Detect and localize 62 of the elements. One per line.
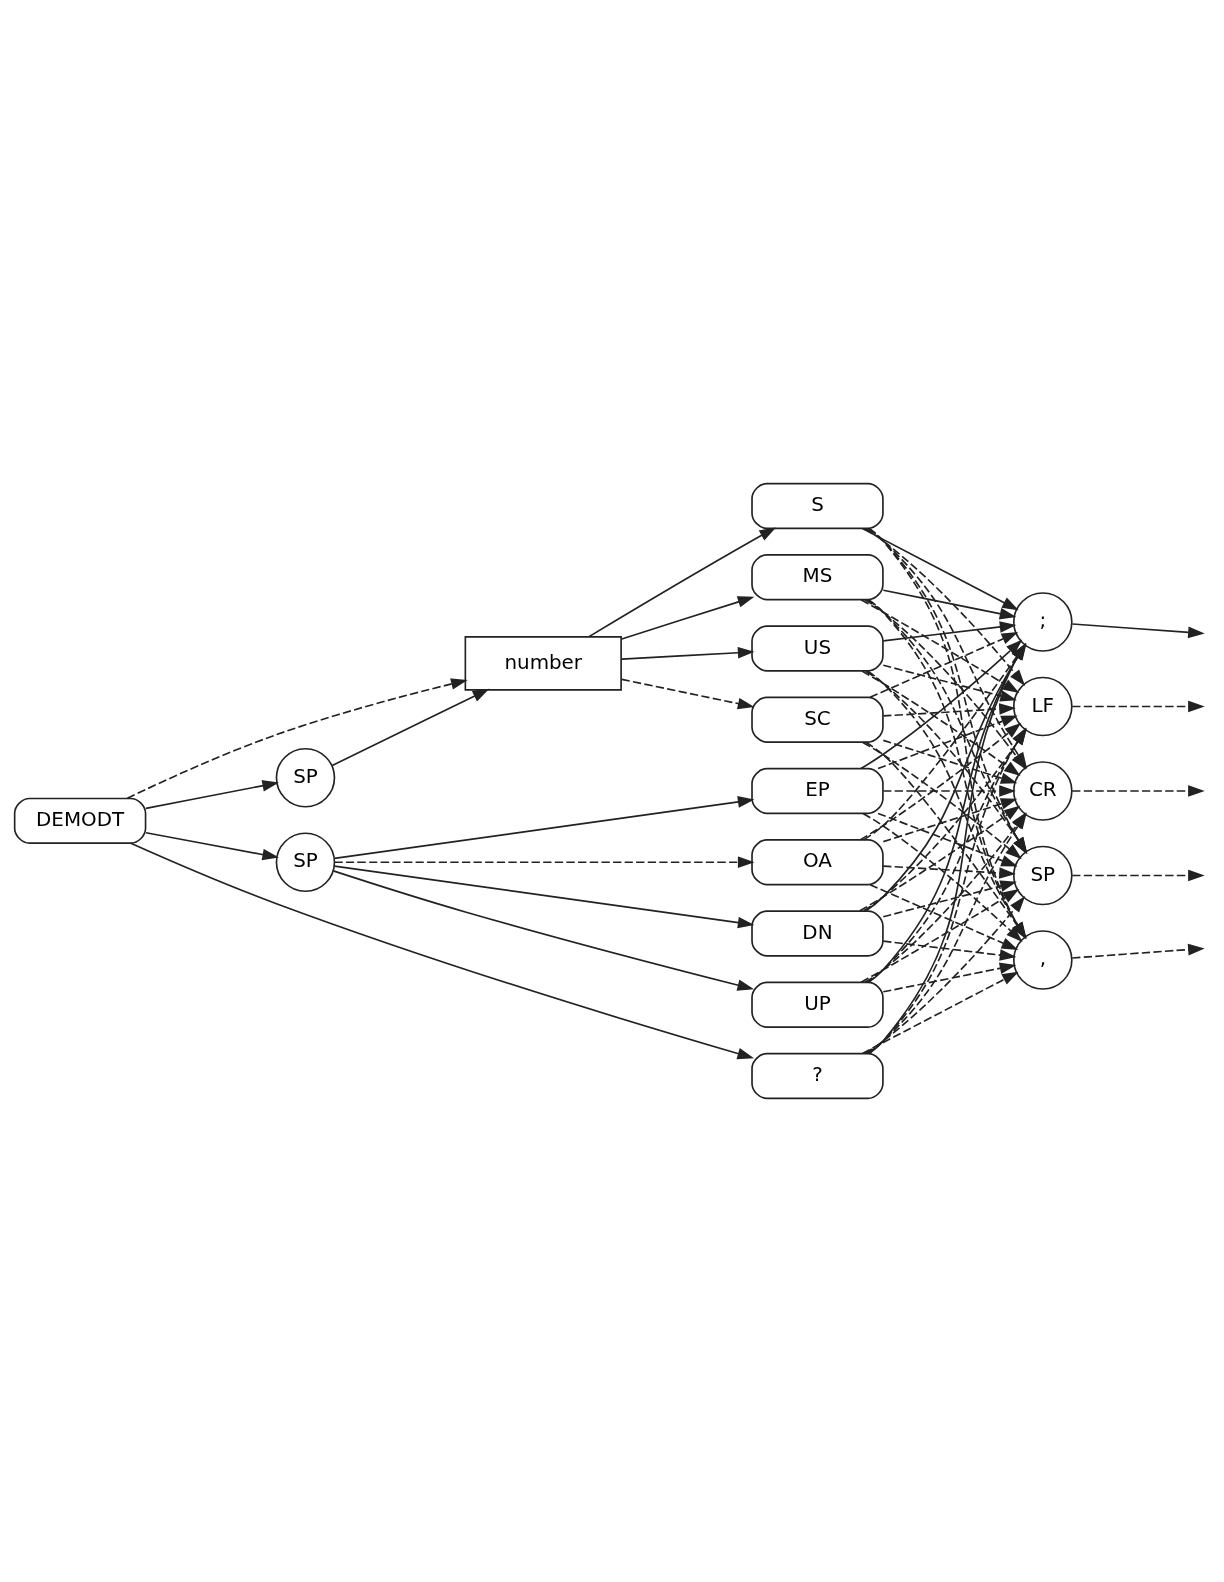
node-box: MS [751,554,884,601]
arrow [130,842,755,1060]
node-box: DEMODT [13,797,147,845]
arrow [331,688,490,767]
arrow [1071,785,1205,797]
arrow [882,785,1016,797]
arrow [333,856,755,869]
arrow [882,940,1017,961]
arrow [1071,700,1205,713]
arrow [859,805,1021,912]
arrow [1071,943,1205,959]
arrow [882,962,1017,993]
node-box: EP [751,767,884,815]
arrow [620,678,755,710]
arrow [333,865,755,929]
arrow [882,798,1018,843]
arrow [882,664,1017,702]
arrow [877,715,1018,770]
arrow [859,722,1022,841]
arrow [882,880,1017,918]
arrow [864,527,1026,686]
arrow [333,796,755,860]
arrow [1071,869,1205,882]
arrow [126,678,468,800]
node-box: SC [751,696,884,743]
arrow [620,596,755,640]
arrow [1071,623,1205,639]
node-circle: LF [1013,676,1073,737]
arrow [145,831,279,861]
node-circle: ; [1013,592,1073,652]
arrow [882,621,1017,642]
arrow [860,599,1020,694]
arrow [882,703,1016,717]
arrow [861,971,1019,1055]
arrow [869,883,1019,950]
node-box: ? [751,1052,884,1100]
arrow [882,589,1017,620]
arrow [145,780,279,810]
arrow [869,632,1019,699]
arrow [332,870,755,991]
arrow [862,812,1023,943]
node-box: S [751,482,884,530]
node-box: US [751,625,884,672]
node-circle: SP [275,832,336,893]
arrow [882,739,1018,784]
arrow [861,670,1021,777]
arrow [861,527,1019,611]
node-circle: SP [1013,845,1073,906]
arrow [862,741,1022,860]
node-box: number [464,636,622,691]
arrow [882,865,1016,879]
node-box: OA [751,839,884,886]
arrow [620,646,755,661]
node-circle: CR [1013,761,1073,821]
arrow [588,527,776,638]
arrow [877,812,1018,867]
node-circle: SP [275,747,336,808]
arrow [860,888,1020,983]
arrow [860,639,1023,770]
node-box: UP [751,981,884,1028]
node-box: DN [751,910,884,957]
node-circle: , [1013,930,1073,990]
